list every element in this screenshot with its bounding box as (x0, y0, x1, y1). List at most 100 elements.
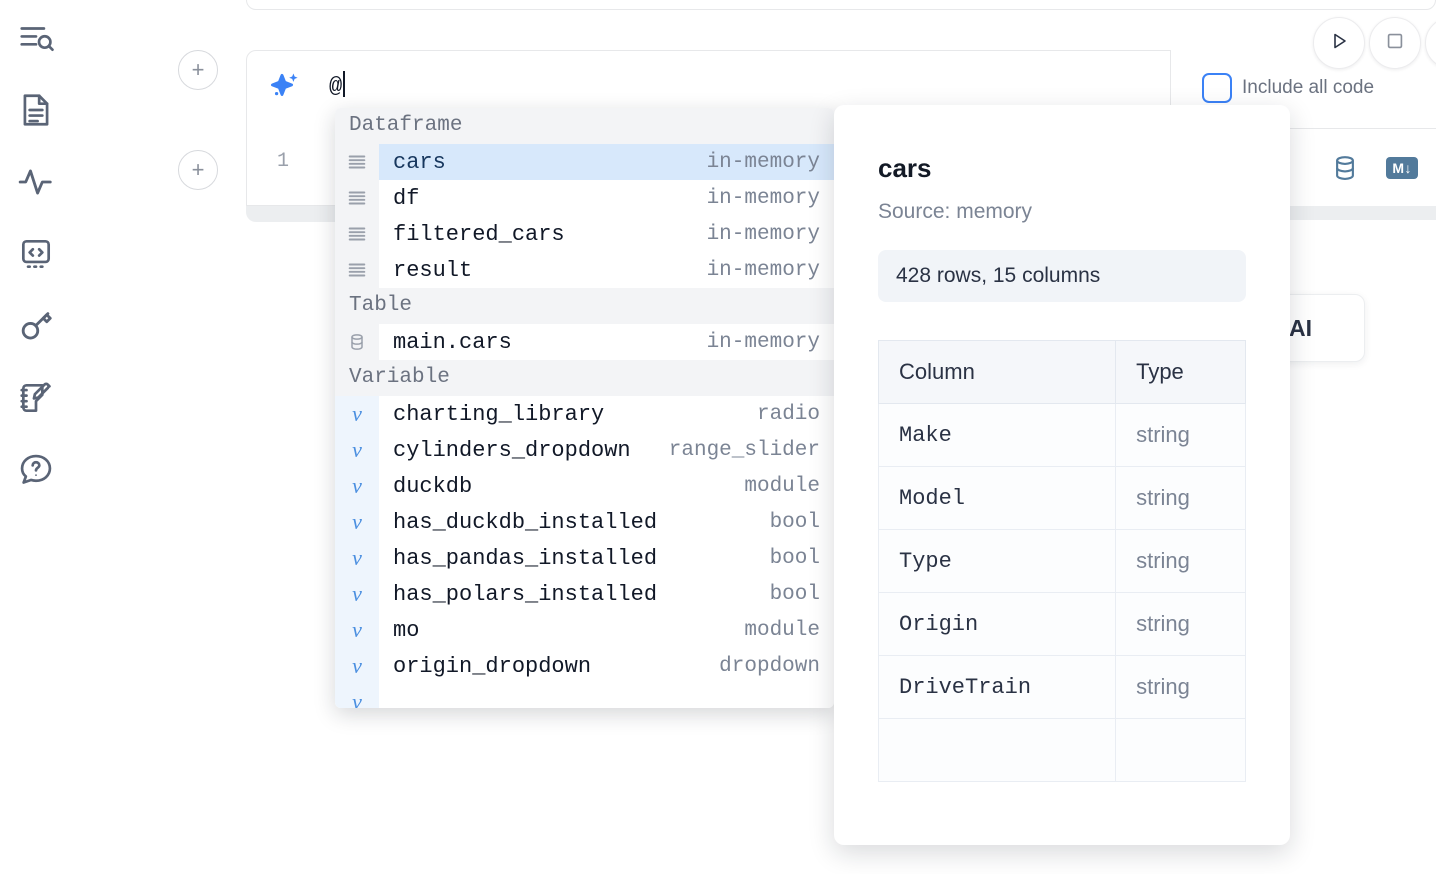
variable-icon: v (335, 576, 379, 612)
autocomplete-item[interactable]: filtered_cars in-memory (335, 216, 834, 252)
variable-icon: v (335, 396, 379, 432)
ai-prompt-input[interactable]: @ (329, 71, 346, 99)
sidebar-item-scratchpad[interactable] (12, 374, 60, 422)
autocomplete-item-kind: in-memory (706, 150, 820, 174)
autocomplete-item[interactable]: v has_polars_installed bool (335, 576, 834, 612)
document-icon (17, 91, 55, 129)
autocomplete-item[interactable]: v cylinders_dropdown range_slider (335, 432, 834, 468)
schema-column-type: string (1115, 529, 1246, 593)
autocomplete-item-kind: bool (769, 546, 820, 570)
markdown-icon[interactable]: M↓ (1386, 156, 1418, 179)
autocomplete-group-title: Dataframe (335, 108, 834, 144)
table-row: Type string (877, 529, 1246, 593)
autocomplete-item-kind: bool (769, 582, 820, 606)
dataframe-detail-panel: cars Source: memory 428 rows, 15 columns… (834, 105, 1290, 845)
include-all-code-label: Include all code (1242, 77, 1375, 98)
table-row: DriveTrain string (877, 655, 1246, 719)
autocomplete-item-kind: in-memory (706, 222, 820, 246)
table-header-row: Column Type (877, 340, 1246, 404)
autocomplete-item-clipped[interactable]: v (335, 684, 834, 708)
schema-column-name: Model (877, 466, 1117, 530)
autocomplete-item[interactable]: v mo module (335, 612, 834, 648)
autocomplete-item-kind: in-memory (706, 330, 820, 354)
sidebar-item-secrets[interactable] (12, 302, 60, 350)
autocomplete-item[interactable]: result in-memory (335, 252, 834, 288)
generate-with-ai-label: AI (1289, 314, 1312, 341)
autocomplete-item-label: main.cars (393, 329, 512, 355)
autocomplete-item-label: charting_library (393, 401, 605, 427)
schema-column-name: Make (877, 403, 1117, 467)
autocomplete-item-label: mo (393, 617, 420, 643)
autocomplete-dropdown[interactable]: Dataframe cars in-memory df in-memory (335, 108, 834, 708)
schema-column-name: Type (877, 529, 1117, 593)
autocomplete-item-label: df (393, 185, 420, 211)
database-icon[interactable] (1330, 153, 1360, 183)
autocomplete-item-kind: radio (756, 402, 820, 426)
sidebar-item-document[interactable] (12, 86, 60, 134)
autocomplete-item[interactable]: v charting_library radio (335, 396, 834, 432)
autocomplete-item-kind: in-memory (706, 186, 820, 210)
database-icon (335, 324, 379, 360)
autocomplete-item[interactable]: v has_duckdb_installed bool (335, 504, 834, 540)
schema-table: Column Type Make string Model string Typ… (877, 340, 1246, 782)
notebook-pencil-icon (17, 379, 55, 417)
play-icon (1327, 29, 1351, 58)
column-header-column: Column (877, 340, 1117, 404)
dataframe-icon (335, 216, 379, 252)
detail-title: cars (878, 153, 932, 183)
square-stop-icon (1384, 30, 1406, 57)
autocomplete-item-label: has_duckdb_installed (393, 509, 658, 535)
autocomplete-item-kind: bool (769, 510, 820, 534)
sidebar-item-snippets[interactable] (12, 230, 60, 278)
sidebar-item-help[interactable] (12, 446, 60, 494)
dataframe-icon (335, 180, 379, 216)
autocomplete-item[interactable]: v origin_dropdown dropdown (335, 648, 834, 684)
dataframe-icon (335, 144, 379, 180)
autocomplete-item-label: result (393, 257, 473, 283)
autocomplete-item-label: filtered_cars (393, 221, 565, 247)
detail-shape-badge: 428 rows, 15 columns (878, 250, 1246, 302)
variable-icon: v (335, 504, 379, 540)
detail-source: Source: memory (878, 200, 1033, 223)
schema-column-type: string (1115, 466, 1246, 530)
stop-button[interactable] (1369, 17, 1421, 69)
more-options-button[interactable] (1425, 17, 1436, 69)
key-icon (17, 307, 55, 345)
sparkle-icon (267, 69, 303, 110)
sidebar-item-file-explorer-search[interactable] (12, 14, 60, 62)
table-row: Origin string (877, 592, 1246, 656)
table-row-clipped (877, 718, 1246, 782)
code-brackets-icon (17, 235, 55, 273)
autocomplete-item-label: has_pandas_installed (393, 545, 658, 571)
add-cell-below-button[interactable]: + (178, 150, 218, 190)
schema-column-type: string (1115, 403, 1246, 467)
ai-prompt-value: @ (329, 74, 343, 99)
schema-column-type: string (1115, 655, 1246, 719)
autocomplete-item-label: origin_dropdown (393, 653, 592, 679)
schema-column-name: Origin (877, 592, 1117, 656)
autocomplete-item[interactable]: main.cars in-memory (335, 324, 834, 360)
column-header-type: Type (1115, 340, 1246, 404)
autocomplete-item-label: duckdb (393, 473, 473, 499)
table-row: Model string (877, 466, 1246, 530)
include-all-code-checkbox[interactable] (1202, 73, 1232, 103)
autocomplete-item[interactable]: df in-memory (335, 180, 834, 216)
plus-icon: + (191, 157, 205, 182)
line-number: 1 (277, 150, 290, 173)
autocomplete-item-kind: range_slider (668, 438, 820, 462)
sidebar-item-activity[interactable] (12, 158, 60, 206)
text-caret (343, 71, 346, 97)
activity-pulse-icon (17, 163, 55, 201)
autocomplete-item[interactable]: cars in-memory (335, 144, 834, 180)
plus-icon: + (191, 57, 205, 82)
schema-column-name: DriveTrain (877, 655, 1117, 719)
autocomplete-item-label: has_polars_installed (393, 581, 658, 607)
variable-icon: v (335, 684, 379, 708)
autocomplete-item-kind: module (744, 474, 820, 498)
run-button[interactable] (1313, 17, 1365, 69)
autocomplete-item[interactable]: v has_pandas_installed bool (335, 540, 834, 576)
add-cell-above-button[interactable]: + (178, 50, 218, 90)
include-all-code-row[interactable]: Include all code (1202, 73, 1374, 103)
autocomplete-item[interactable]: v duckdb module (335, 468, 834, 504)
autocomplete-item-kind: dropdown (719, 654, 820, 678)
